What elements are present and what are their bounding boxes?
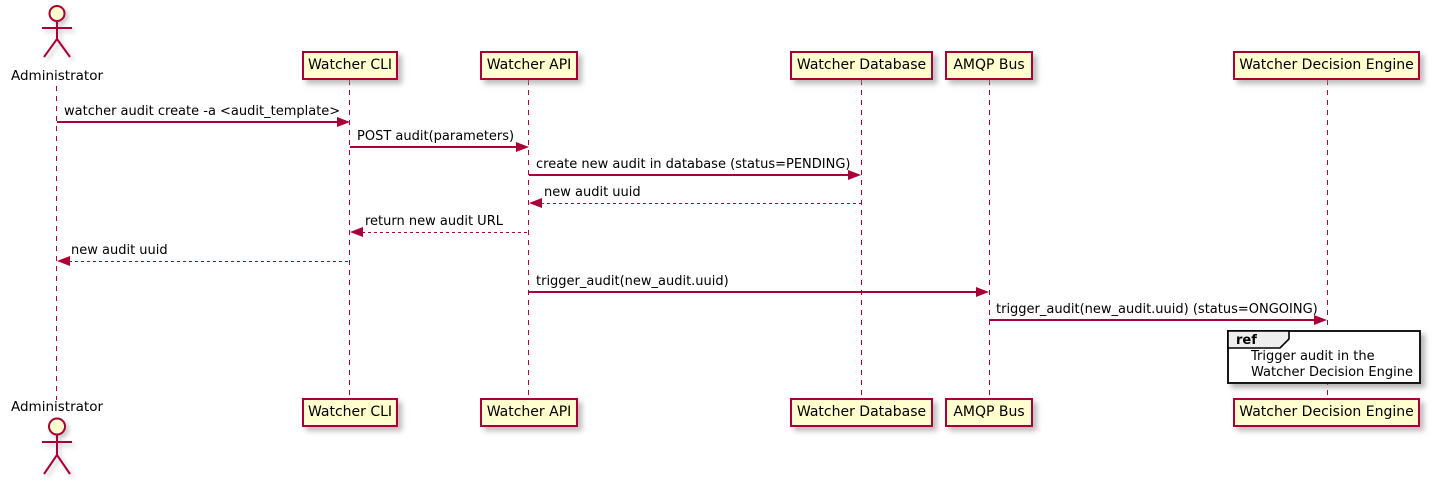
message-line — [57, 121, 338, 123]
arrowhead-right-icon — [1314, 315, 1327, 325]
lifeline-watcher-api — [528, 80, 529, 398]
lifeline-watcher-decision-engine — [1327, 80, 1328, 398]
message-label: watcher audit create -a <audit_template> — [64, 104, 341, 119]
message-label: POST audit(parameters) — [357, 129, 515, 144]
ref-text-line-1: Trigger audit in the — [1251, 349, 1375, 364]
lifeline-watcher-database — [861, 80, 862, 398]
participant-watcher-database-top: Watcher Database — [790, 51, 933, 80]
arrowhead-left-icon — [529, 198, 542, 208]
actor-figure-icon — [42, 417, 72, 475]
message-line — [529, 174, 849, 176]
arrowhead-right-icon — [848, 170, 861, 180]
participant-watcher-cli-bottom: Watcher CLI — [302, 398, 398, 427]
participant-watcher-api-bottom: Watcher API — [480, 398, 578, 427]
arrowhead-right-icon — [337, 117, 350, 127]
message-line — [69, 261, 350, 262]
message-label: new audit uuid — [71, 243, 168, 258]
message-label: return new audit URL — [365, 214, 503, 229]
participant-watcher-decision-engine-bottom: Watcher Decision Engine — [1233, 398, 1420, 427]
lifeline-watcher-cli — [349, 80, 350, 398]
ref-text-line-2: Watcher Decision Engine — [1251, 365, 1413, 380]
participant-amqp-bus-top: AMQP Bus — [945, 51, 1033, 80]
ref-fragment: ref Trigger audit in the Watcher Decisio… — [1227, 330, 1421, 384]
message-label: new audit uuid — [544, 185, 641, 200]
lifeline-administrator — [56, 86, 57, 400]
participant-watcher-cli-top: Watcher CLI — [302, 51, 398, 80]
actor-label-top: Administrator — [10, 68, 104, 84]
arrowhead-left-icon — [57, 256, 70, 266]
arrowhead-right-icon — [516, 142, 529, 152]
participant-watcher-decision-engine-top: Watcher Decision Engine — [1233, 51, 1420, 80]
message-line — [362, 232, 529, 233]
actor-label-bottom: Administrator — [10, 399, 104, 415]
message-line — [350, 146, 517, 148]
actor-figure-icon — [42, 5, 72, 58]
message-label: create new audit in database (status=PEN… — [536, 157, 851, 172]
message-label: trigger_audit(new_audit.uuid) (status=ON… — [996, 302, 1318, 317]
lifeline-amqp-bus — [989, 80, 990, 398]
participant-watcher-database-bottom: Watcher Database — [790, 398, 933, 427]
participant-watcher-api-top: Watcher API — [480, 51, 578, 80]
ref-tab: ref — [1227, 330, 1290, 349]
participant-amqp-bus-bottom: AMQP Bus — [945, 398, 1033, 427]
arrowhead-left-icon — [350, 227, 363, 237]
message-label: trigger_audit(new_audit.uuid) — [536, 274, 729, 289]
message-line — [529, 291, 977, 293]
message-line — [541, 203, 861, 204]
ref-keyword: ref — [1236, 333, 1257, 348]
message-line — [989, 319, 1315, 321]
arrowhead-right-icon — [976, 287, 989, 297]
